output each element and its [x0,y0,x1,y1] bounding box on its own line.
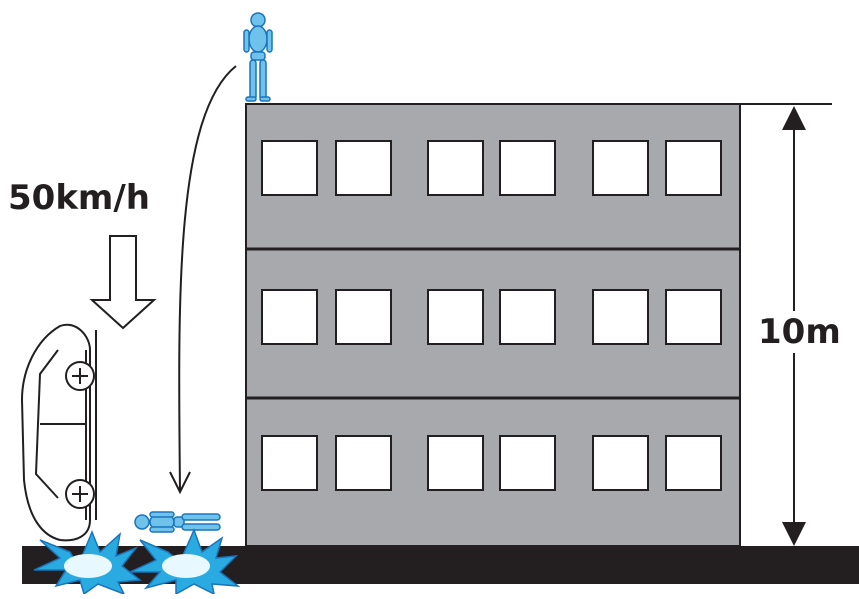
car-icon [20,323,97,542]
window [261,140,318,196]
window [427,140,484,196]
down-arrow-icon [89,235,157,330]
window [499,435,556,491]
lying-person-icon [134,511,221,533]
window [592,140,649,196]
window [499,140,556,196]
fall-trajectory-arrow [169,65,237,495]
standing-person-icon [243,12,273,102]
window [665,140,722,196]
window [665,435,722,491]
window [592,289,649,345]
speed-label: 50km/h [8,178,150,218]
window [427,435,484,491]
impact-burst-icon [129,527,241,596]
window [427,289,484,345]
window [592,435,649,491]
window [499,289,556,345]
window [335,289,392,345]
building [245,103,741,547]
building-windows [261,140,722,491]
window [261,435,318,491]
impact-burst-icon [33,530,142,596]
window [335,435,392,491]
window [665,289,722,345]
window [261,289,318,345]
window [335,140,392,196]
height-label: 10m [756,311,843,353]
